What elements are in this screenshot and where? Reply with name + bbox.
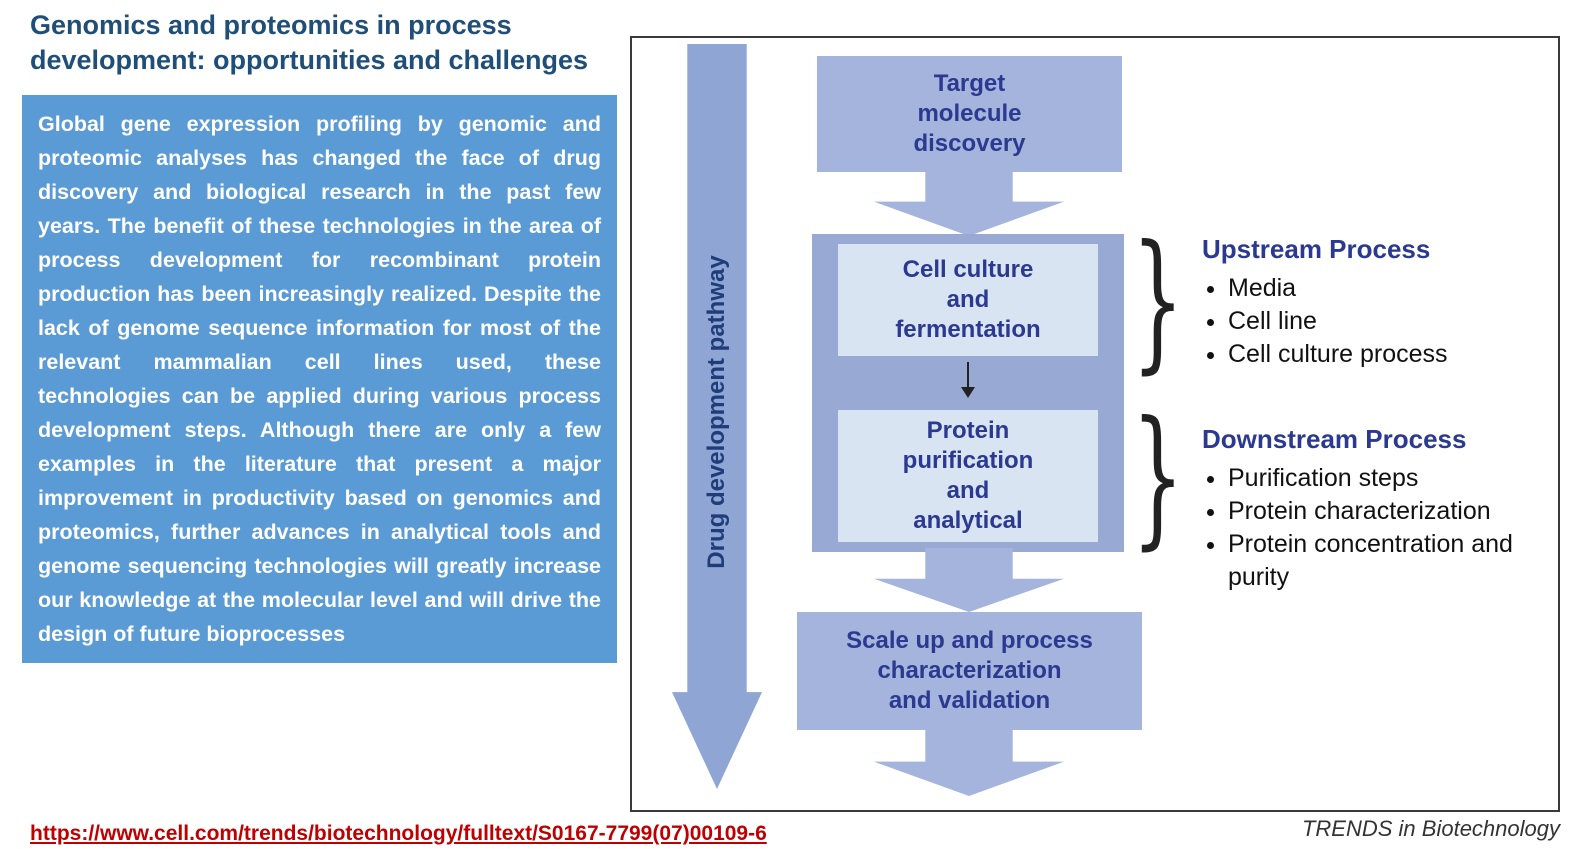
- node-line: purification: [902, 447, 1034, 474]
- upstream-process-list: Media Cell line Cell culture process: [1204, 272, 1549, 371]
- brace-icon: }: [1131, 390, 1184, 564]
- down-arrow-icon: [874, 730, 1064, 796]
- node-line: Target: [933, 70, 1006, 97]
- list-item: Media: [1228, 272, 1549, 305]
- downstream-process-heading: Downstream Process: [1202, 424, 1467, 454]
- node-target-molecule-discovery: Target molecule discovery: [817, 56, 1122, 172]
- figure-frame: Drug development pathway Target molecule…: [630, 36, 1560, 812]
- list-item: Purification steps: [1228, 462, 1549, 495]
- small-down-arrow-icon: [961, 362, 975, 398]
- downstream-process-list: Purification steps Protein characterizat…: [1204, 462, 1549, 594]
- brace-icon: }: [1131, 214, 1184, 388]
- node-line: and: [946, 286, 990, 313]
- node-line: characterization: [877, 657, 1062, 684]
- node-line: Scale up and process: [846, 627, 1093, 654]
- list-item: Cell culture process: [1228, 338, 1549, 371]
- list-item: Protein characterization: [1228, 495, 1549, 528]
- list-item: Protein concentration and purity: [1228, 528, 1549, 594]
- node-line: discovery: [913, 130, 1026, 157]
- node-scale-up-validation: Scale up and process characterization an…: [797, 612, 1142, 730]
- abstract-panel: Global gene expression profiling by geno…: [22, 95, 617, 663]
- upstream-process-heading: Upstream Process: [1202, 234, 1431, 264]
- node-line: molecule: [917, 100, 1022, 127]
- list-item: Cell line: [1228, 305, 1549, 338]
- source-url-link[interactable]: https://www.cell.com/trends/biotechnolog…: [30, 822, 767, 845]
- node-line: Protein: [926, 417, 1010, 444]
- node-protein-purification-analytical: Protein purification and analytical: [838, 410, 1098, 542]
- down-arrow-icon: [874, 548, 1064, 612]
- drug-development-pathway-label: Drug development pathway: [703, 255, 730, 569]
- process-group-box: Cell culture and fermentation Protein pu…: [812, 234, 1124, 552]
- node-line: analytical: [913, 507, 1023, 534]
- abstract-text: Global gene expression profiling by geno…: [38, 112, 601, 646]
- node-line: Cell culture: [902, 256, 1034, 283]
- node-line: fermentation: [895, 316, 1041, 343]
- journal-caption: TRENDS in Biotechnology: [1301, 816, 1560, 841]
- page-title: Genomics and proteomics in process devel…: [30, 10, 589, 76]
- node-line: and: [946, 477, 990, 504]
- node-line: and validation: [888, 687, 1051, 714]
- down-arrow-icon: [874, 170, 1064, 236]
- node-cell-culture-fermentation: Cell culture and fermentation: [838, 244, 1098, 356]
